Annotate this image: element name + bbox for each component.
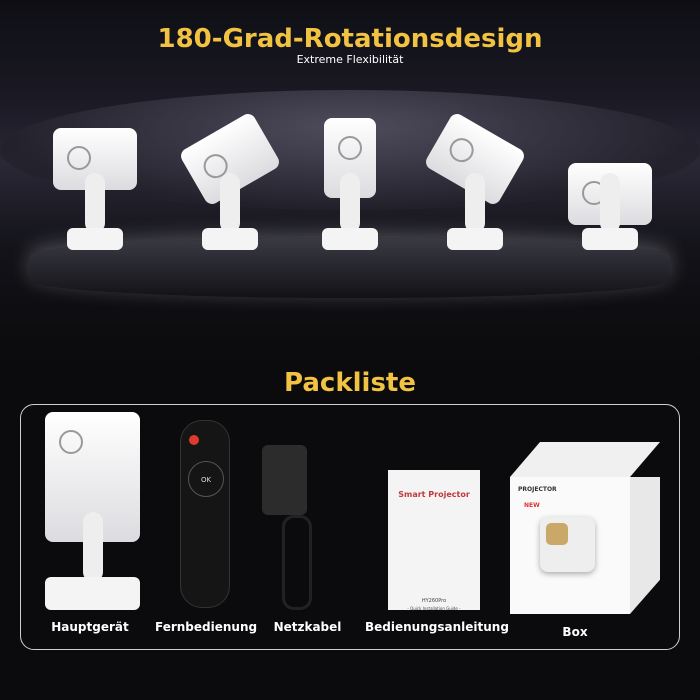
page-title: 180-Grad-Rotationsdesign [157,24,543,54]
projector-rotation-1 [45,118,145,278]
dpad: OK [188,461,224,497]
projector-photo [540,517,595,572]
power-icon [189,435,199,445]
projector-rotation-4 [423,111,527,278]
new-badge: NEW [524,502,540,509]
label-box: Box [562,625,588,639]
packlist-frame [20,404,680,650]
projector-rotation-5 [560,118,660,278]
packlist-title: Packliste [284,368,416,398]
manual-image: Smart Projector HY260Pro - Quick Install… [388,470,480,611]
manual-guide: - Quick Installation Guide - [407,606,461,611]
main-unit-image [45,412,140,610]
projector-rotation-3 [300,118,400,278]
power-adapter-image [262,445,307,515]
projector-rotation-2 [178,111,282,278]
box-label: PROJECTOR [518,486,557,493]
manual-model: HY260Pro [421,598,447,604]
cable-image [282,515,312,610]
box-image: PROJECTOR NEW [510,442,660,614]
manual-title: Smart Projector [398,490,470,499]
label-manual: Bedienungsanleitung [365,620,509,634]
remote-image: OK [180,420,230,608]
page-subtitle: Extreme Flexibilität [296,53,404,66]
label-remote: Fernbedienung [155,620,258,634]
label-main-unit: Hauptgerät [51,620,129,634]
label-cable: Netzkabel [273,620,342,634]
